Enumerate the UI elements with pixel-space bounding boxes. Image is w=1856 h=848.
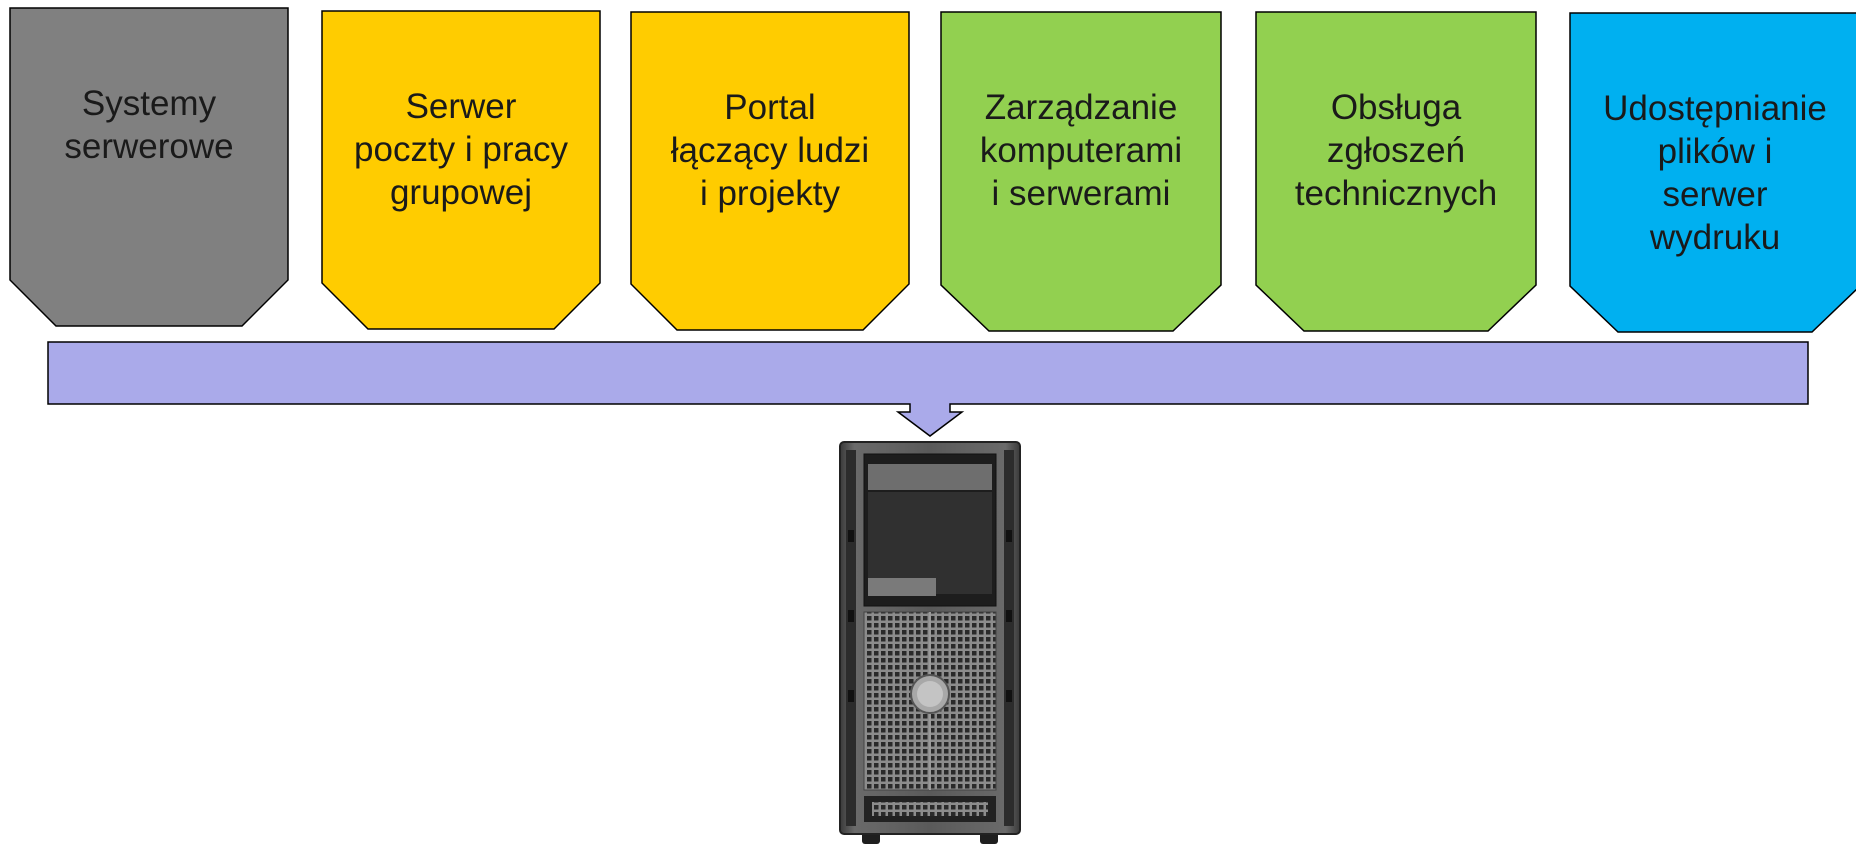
server-latch [848, 610, 854, 622]
server-drive-slot [868, 578, 936, 596]
box-fill [9, 7, 289, 327]
server-rail [1004, 450, 1014, 826]
box-serwer-poczty: Serwer poczty i pracy grupowej [321, 10, 601, 331]
box-fill [940, 11, 1222, 332]
box-label: Zarządzanie komputerami i serwerami [979, 88, 1183, 213]
box-label: Udostępnianie plików i serwer wydruku [1603, 89, 1827, 257]
box-fill [1255, 11, 1537, 332]
server-tower-icon [839, 441, 1021, 844]
box-shape [321, 10, 601, 330]
box-fill [1569, 12, 1856, 333]
connector-bar-arrow [47, 341, 1809, 437]
server-power-button-face [917, 681, 943, 707]
box-systemy-serwerowe: Systemy serwerowe [9, 7, 289, 328]
server-latch [1006, 690, 1012, 702]
box-zarzadzanie: Zarządzanie komputerami i serwerami [940, 11, 1222, 333]
box-label: Portal łączący ludzi i projekty [670, 88, 870, 213]
server-drive-bay [868, 464, 992, 490]
box-udostepnianie-plikow: Udostępnianie plików i serwer wydruku [1569, 12, 1856, 334]
server-drive-window [868, 492, 992, 594]
box-shape [1255, 11, 1537, 332]
box-shape [940, 11, 1222, 332]
box-portal: Portal łączący ludzi i projekty [630, 11, 910, 332]
box-shape [1569, 12, 1856, 333]
server-latch [848, 690, 854, 702]
server-latch [1006, 610, 1012, 622]
server-bottom-vent [872, 802, 988, 816]
server-rail [846, 450, 856, 826]
box-fill [321, 10, 601, 330]
box-shape [9, 7, 289, 327]
box-fill [630, 11, 910, 331]
box-label: Obsługa zgłoszeń technicznych [1294, 88, 1498, 213]
box-obsluga-zgloszen: Obsługa zgłoszeń technicznych [1255, 11, 1537, 333]
box-label: Serwer poczty i pracy grupowej [354, 87, 568, 212]
server-latch [1006, 530, 1012, 542]
box-label: Systemy serwerowe [64, 84, 234, 166]
server-latch [848, 530, 854, 542]
box-shape [630, 11, 910, 331]
